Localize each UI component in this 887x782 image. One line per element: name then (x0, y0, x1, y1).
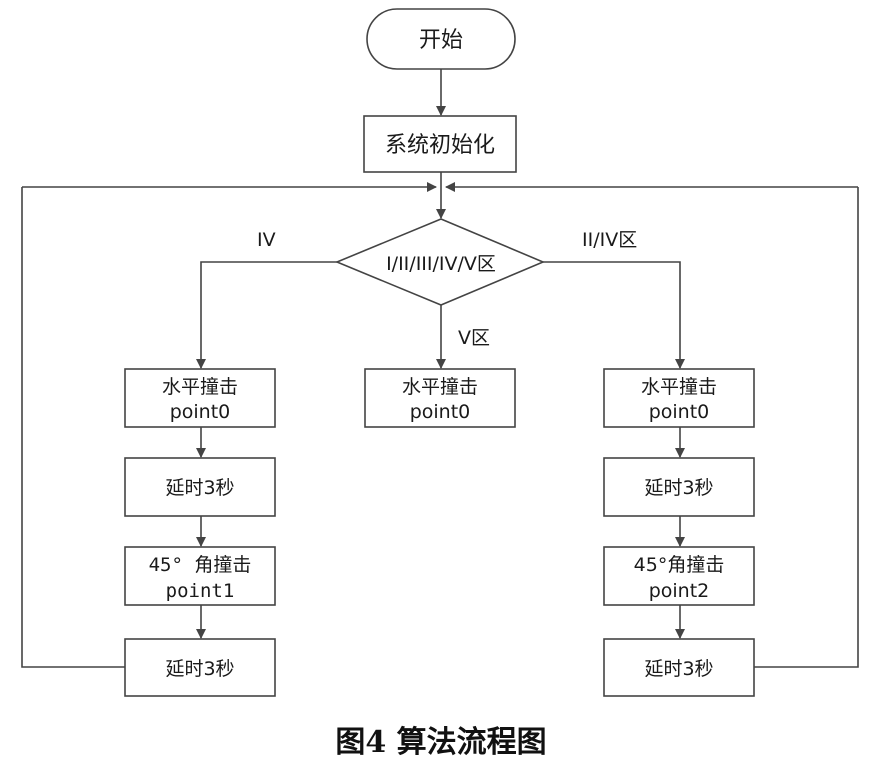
left-b3-line1: 45° 角撞击 (149, 554, 252, 576)
mid-b1-line2: point0 (410, 401, 471, 423)
branch-mid-label: V区 (458, 327, 490, 349)
left-b3-line2: point1 (166, 580, 235, 602)
left-b1-line2: point0 (170, 401, 231, 423)
left-b2-label: 延时3秒 (165, 477, 234, 499)
right-delay-box-2 (603, 638, 755, 697)
left-b4-label: 延时3秒 (165, 658, 234, 680)
right-45deg-strike-box (603, 546, 755, 606)
start-label: 开始 (419, 28, 463, 53)
right-b2-label: 延时3秒 (644, 477, 713, 499)
right-b1-line1: 水平撞击 (641, 376, 717, 398)
connector-decision-right (543, 261, 685, 369)
init-label: 系统初始化 (385, 133, 495, 158)
loop-right-return (754, 187, 859, 668)
left-b1-line1: 水平撞击 (162, 376, 238, 398)
left-delay-box-1 (124, 457, 276, 517)
right-horizontal-strike-box (603, 368, 755, 428)
right-b1-line2: point0 (649, 401, 710, 423)
init-box (363, 115, 517, 173)
left-45deg-strike-box (124, 546, 276, 606)
right-delay-box-1 (603, 457, 755, 517)
decision-label: I/II/III/IV/V区 (386, 253, 496, 275)
right-b4-label: 延时3秒 (644, 658, 713, 680)
loop-left-return (21, 187, 125, 668)
figure-caption: 图4 算法流程图 (335, 725, 546, 760)
mid-b1-line1: 水平撞击 (402, 376, 478, 398)
connector-decision-left (196, 261, 337, 369)
left-horizontal-strike-box (124, 368, 276, 428)
mid-horizontal-strike-box (364, 368, 516, 428)
right-b3-line2: point2 (649, 580, 710, 602)
branch-left-label: IV (257, 229, 276, 251)
branch-right-label: II/IV区 (582, 229, 637, 251)
right-b3-line1: 45°角撞击 (634, 554, 725, 576)
